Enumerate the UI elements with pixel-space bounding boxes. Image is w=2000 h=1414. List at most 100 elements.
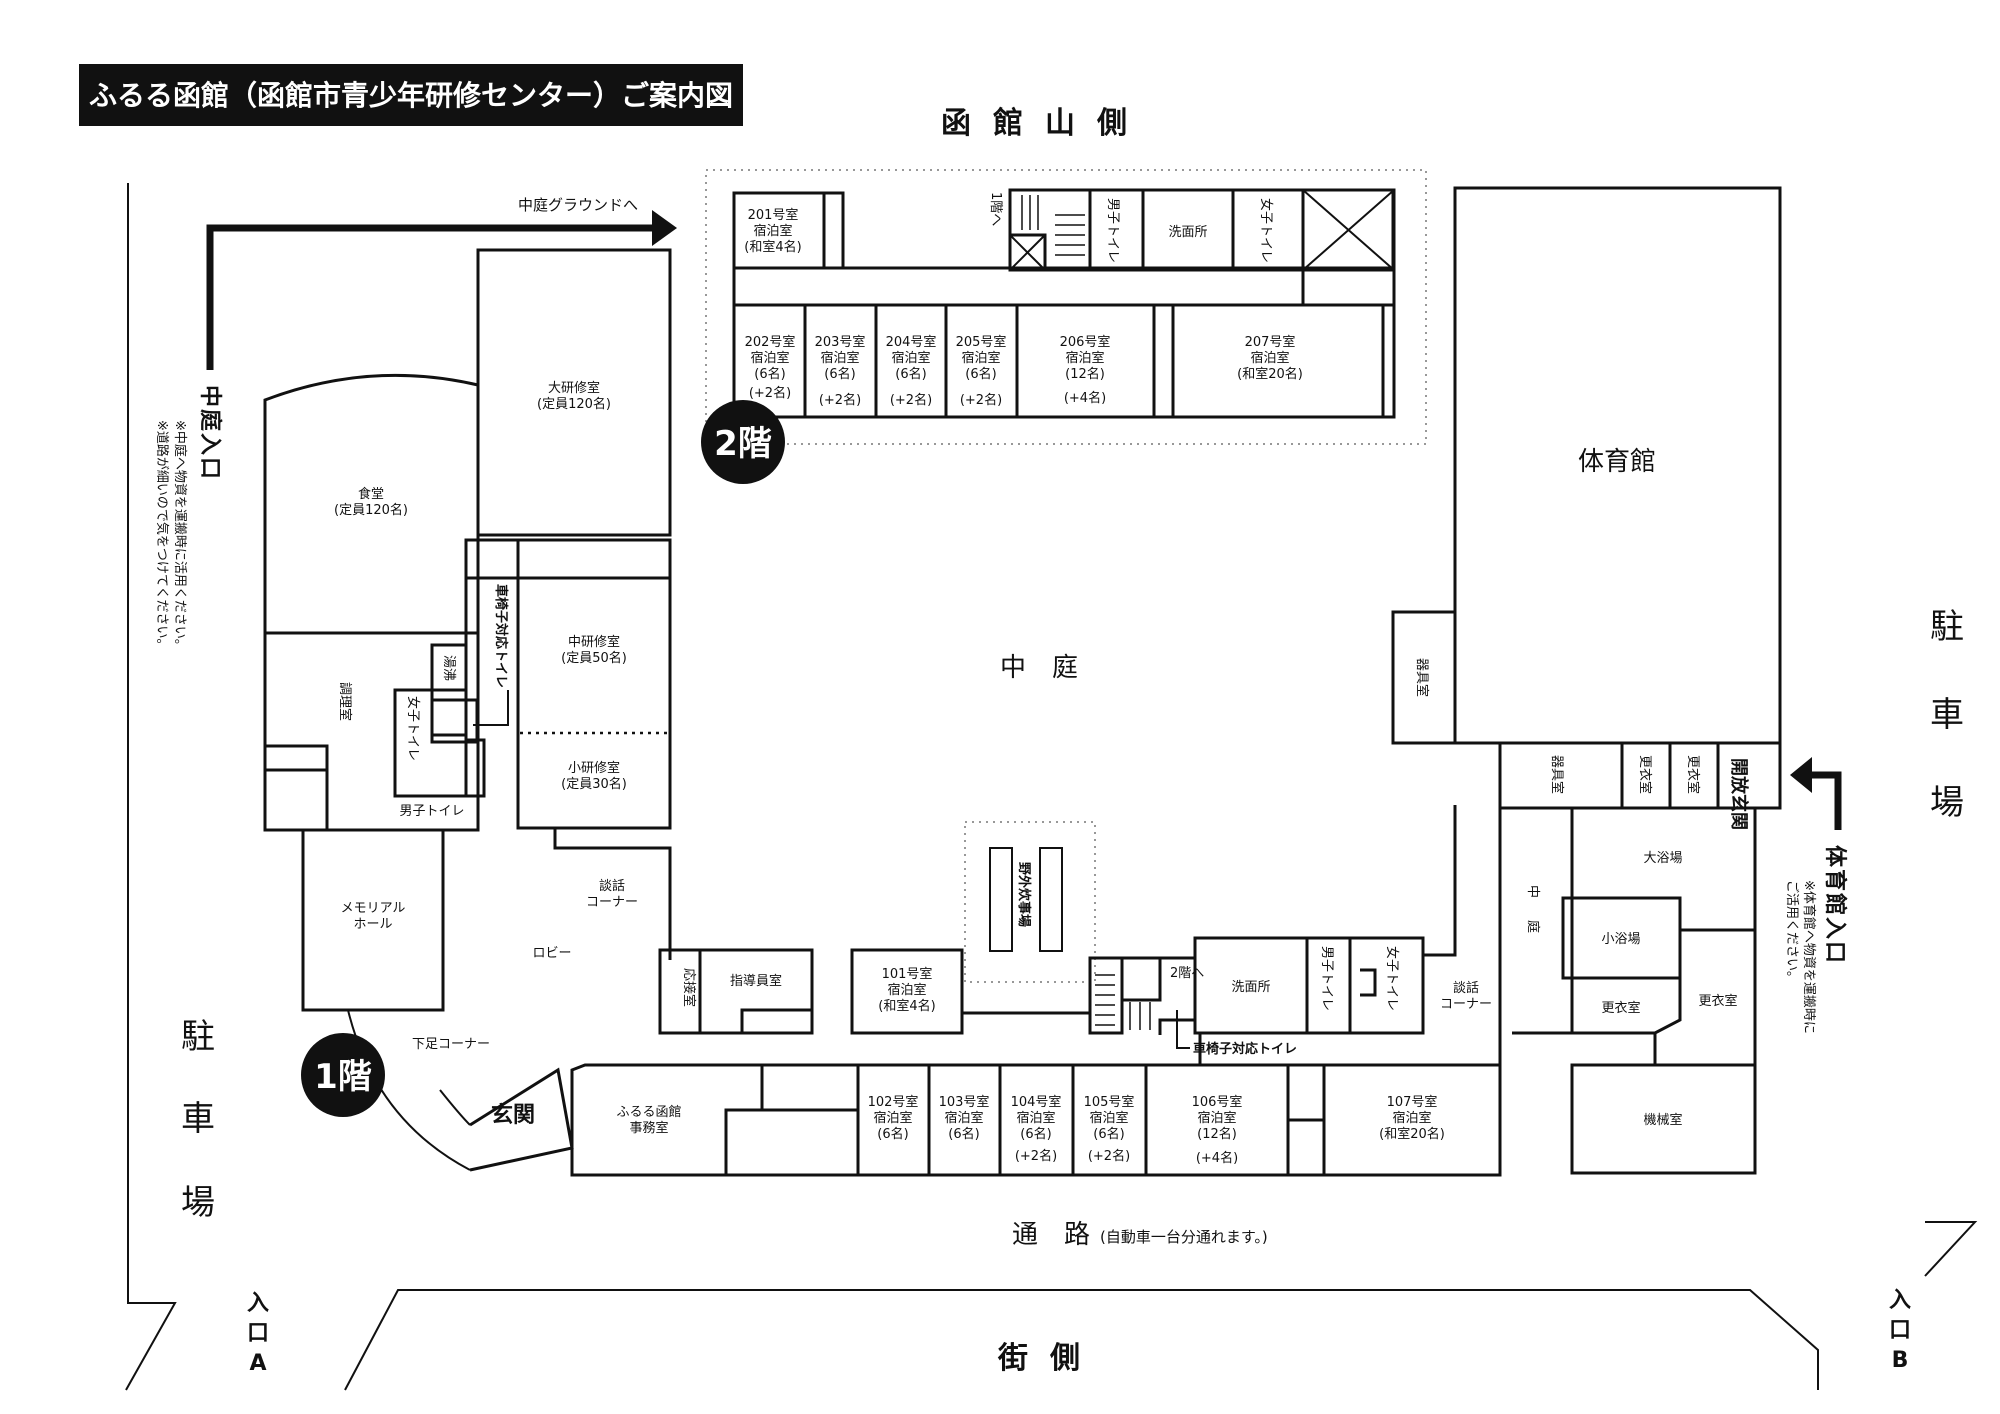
parking-right: 駐 車 場 [1930,607,1964,823]
svg-text:(+2名): (+2名) [1015,1148,1057,1164]
svg-text:207号室: 207号室 [1245,334,1296,350]
small-bath-label: 小浴場 [1601,932,1640,947]
svg-text:107号室: 107号室 [1387,1094,1438,1110]
svg-text:(6名): (6名) [824,366,855,382]
mountain-side-label: 函館山側 [941,106,1149,141]
svg-text:宿泊室: 宿泊室 [944,1110,983,1126]
svg-text:(+4名): (+4名) [1196,1150,1238,1166]
svg-text:コーナー: コーナー [1440,997,1492,1012]
small-training-room: 小研修室 (定員30名) [561,760,627,792]
svg-text:(+2名): (+2名) [960,392,1002,408]
svg-text:ホール: ホール [353,917,392,932]
first-floor-womens-toilet: 女子トイレ [1384,946,1400,1011]
lobby-label: ロビー [532,946,571,961]
first-floor-wheelchair-toilet: 車椅子対応トイレ [1193,1041,1297,1057]
room-202: 202号室 宿泊室 (6名) (+2名) [745,334,796,401]
second-floor-plan [732,188,1396,419]
svg-text:宿泊室: 宿泊室 [753,223,792,239]
svg-text:101号室: 101号室 [882,966,933,982]
west-mens-toilet: 男子トイレ [399,804,464,819]
svg-text:(+4名): (+4名) [1064,390,1106,406]
site-boundary [125,183,1978,1391]
reception-room: 応接室 [681,968,697,1007]
svg-text:201号室: 201号室 [748,207,799,223]
svg-text:(6名): (6名) [754,366,785,382]
hot-water-label: 湯沸 [441,655,456,681]
room-205: 205号室 宿泊室 (6名) (+2名) [956,334,1007,408]
bath-changing-room-a: 更衣室 [1601,1000,1640,1016]
bath-changing-room-b: 更衣室 [1698,993,1737,1009]
svg-text:入: 入 [247,1291,269,1316]
svg-text:103号室: 103号室 [939,1094,990,1110]
courtyard-note-2: ※道路が細いので気をつけてください。 [154,420,170,652]
svg-text:(定員50名): (定員50名) [561,650,627,666]
svg-text:(和室20名): (和室20名) [1237,366,1303,382]
first-floor-label: 1階 [314,1057,372,1097]
svg-text:小研修室: 小研修室 [568,760,620,776]
room-203: 203号室 宿泊室 (6名) (+2名) [815,334,866,408]
svg-text:202号室: 202号室 [745,334,796,350]
svg-text:宿泊室: 宿泊室 [1392,1110,1431,1126]
svg-text:車: 車 [181,1099,215,1139]
svg-text:宿泊室: 宿泊室 [891,350,930,366]
outdoor-cooking-label: 野外炊事場 [1016,862,1032,927]
gym-entrance-label: 体育館入口 [1822,845,1848,965]
road-note: (自動車一台分通れます。) [1100,1228,1268,1246]
entrance-b: 入 口 B [1889,1288,1911,1373]
room-103: 103号室 宿泊室 (6名) [939,1094,990,1142]
room-106: 106号室 宿泊室 (12名) (+4名) [1192,1094,1243,1166]
svg-text:105号室: 105号室 [1084,1094,1135,1110]
svg-text:(6名): (6名) [965,366,996,382]
changing-room-2: 更衣室 [1685,755,1701,794]
gym-note-1: ※体育館へ物資を運搬時に [1801,880,1817,1034]
room-104: 104号室 宿泊室 (6名) (+2名) [1011,1094,1062,1164]
second-floor-badge [701,400,785,484]
changing-room-1: 更衣室 [1637,755,1653,794]
first-floor-plan [658,805,1457,1065]
gym-entrance-arrow-icon [1790,757,1842,830]
svg-text:(和室20名): (和室20名) [1379,1126,1445,1142]
courtyard-note-1: ※中庭へ物資を運搬時に活用ください。 [172,420,188,652]
svg-text:205号室: 205号室 [956,334,1007,350]
second-floor-womens-toilet: 女子トイレ [1258,198,1274,263]
courtyard-entrance-label: 中庭入口 [197,385,223,481]
kitchen-label: 調理室 [337,682,353,721]
second-floor-label: 2階 [714,424,772,464]
svg-text:談話: 談話 [1453,980,1479,996]
svg-text:(6名): (6名) [895,366,926,382]
svg-text:場: 場 [1930,783,1964,823]
svg-text:204号室: 204号室 [886,334,937,350]
instructors-room: 指導員室 [730,973,782,989]
first-floor-badge [301,1033,385,1117]
gym-note-2: ご活用ください。 [1784,880,1800,984]
room-201: 201号室 宿泊室 (和室4名) [744,207,801,255]
room-107: 107号室 宿泊室 (和室20名) [1379,1094,1445,1142]
entrance-hall-label: 玄関 [491,1102,535,1128]
second-floor-mens-toilet: 男子トイレ [1105,198,1120,263]
svg-text:(定員120名): (定員120名) [334,502,408,518]
west-womens-toilet: 女子トイレ [405,696,421,761]
svg-text:談話: 談話 [599,878,625,894]
room-204: 204号室 宿泊室 (6名) (+2名) [886,334,937,408]
svg-text:宿泊室: 宿泊室 [750,350,789,366]
svg-text:203号室: 203号室 [815,334,866,350]
svg-text:メモリアル: メモリアル [341,901,406,916]
svg-text:(定員30名): (定員30名) [561,776,627,792]
title-banner [79,64,743,126]
svg-text:(12名): (12名) [1065,366,1105,382]
machine-room-label: 機械室 [1643,1112,1682,1128]
room-102: 102号室 宿泊室 (6名) [868,1094,919,1142]
svg-text:(6名): (6名) [948,1126,979,1142]
svg-text:ふるる函館: ふるる函館 [616,1105,681,1120]
east-wing-plan [1391,186,1782,1175]
courtyard-label: 中 庭 [1000,653,1078,683]
svg-text:B: B [1892,1348,1909,1373]
stairs-to-2f-label: 2階へ [1170,966,1204,981]
dining-hall: 食堂 (定員120名) [334,486,408,518]
svg-text:口: 口 [1889,1318,1911,1343]
wheelchair-pointer-arrow-icon [1176,1010,1190,1049]
large-training-room: 大研修室 (定員120名) [537,380,611,412]
svg-text:コーナー: コーナー [586,895,638,910]
svg-text:宿泊室: 宿泊室 [961,350,1000,366]
svg-text:宿泊室: 宿泊室 [1250,350,1289,366]
